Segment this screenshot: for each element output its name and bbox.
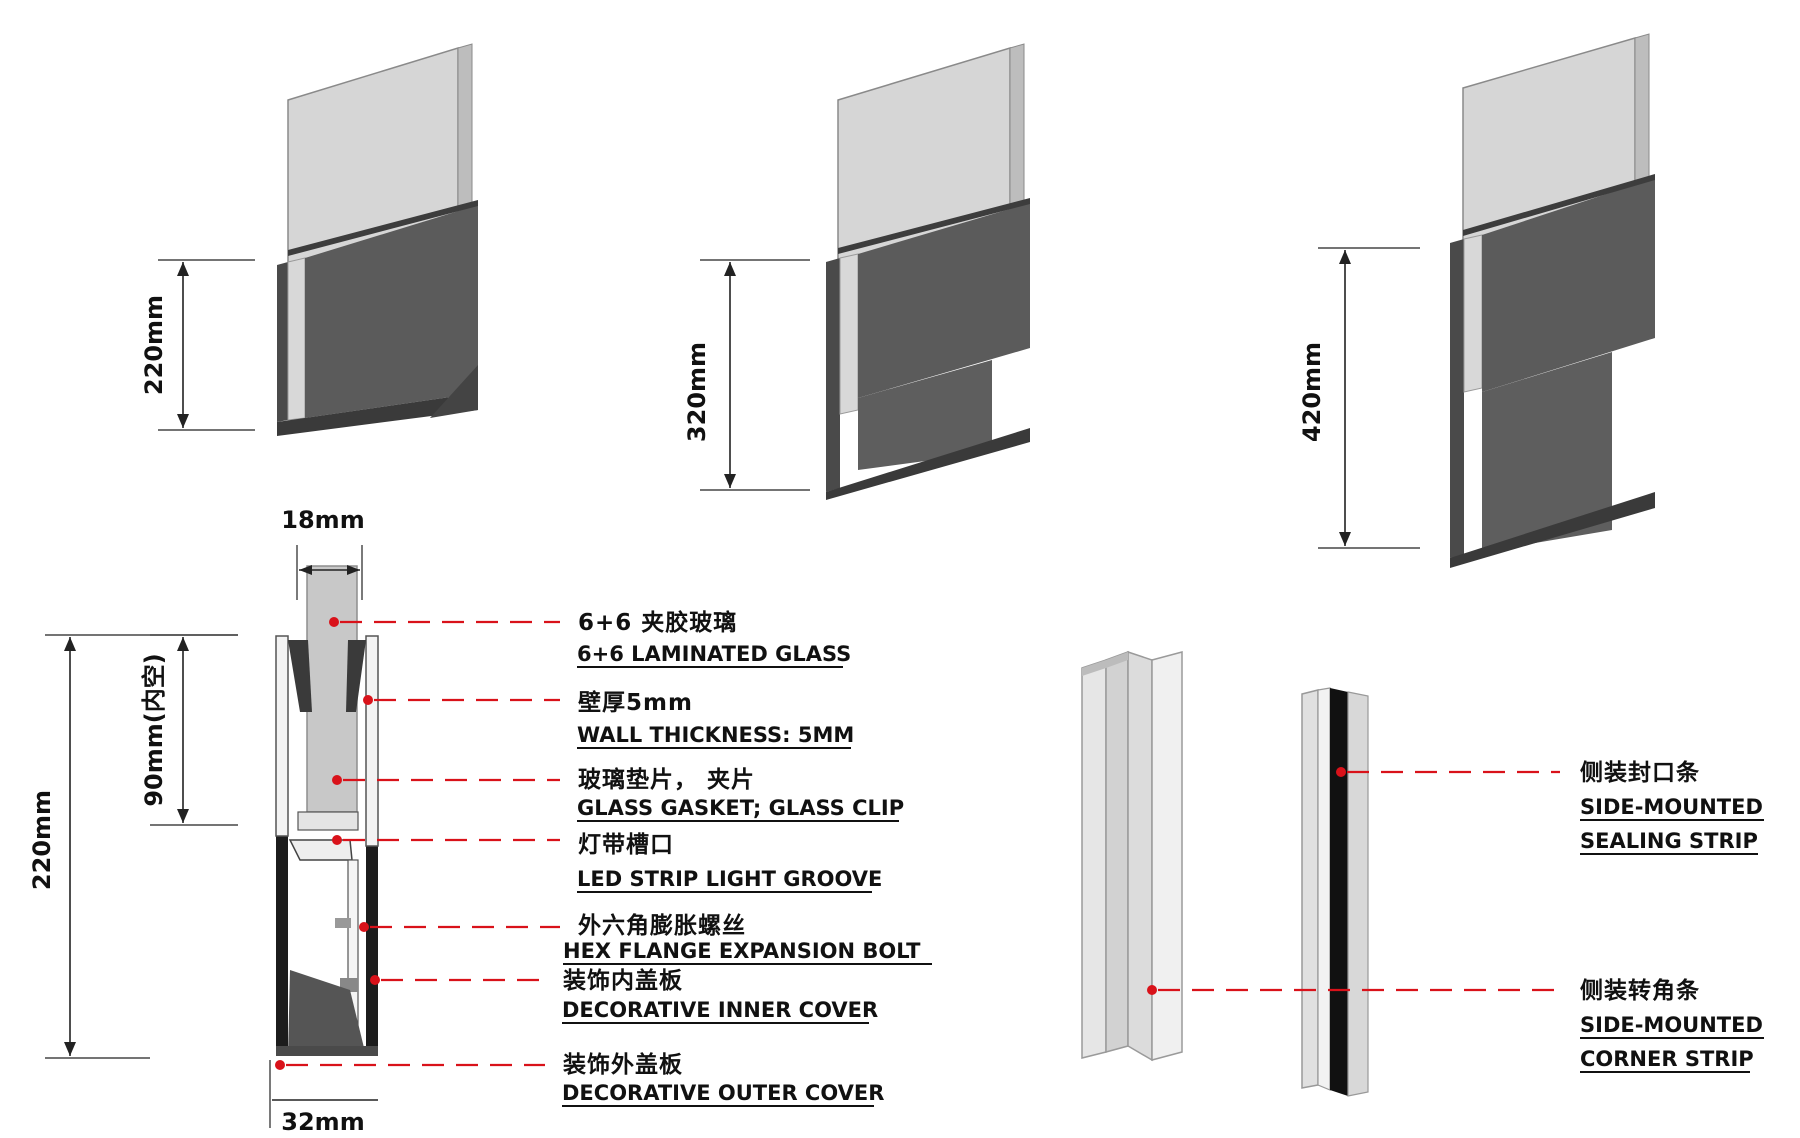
dimension-90mm: 90mm(内空) xyxy=(140,634,238,826)
svg-text:6+6 夹胶玻璃: 6+6 夹胶玻璃 xyxy=(578,609,737,636)
profile-420-illustration xyxy=(1450,33,1655,568)
callout-hex-bolt: 外六角膨胀螺丝 HEX FLANGE EXPANSION BOLT xyxy=(563,912,932,965)
dimension-32mm: 32mm xyxy=(269,1060,378,1136)
callout-led-groove: 灯带槽口 LED STRIP LIGHT GROOVE xyxy=(577,832,882,893)
sealing-strip-illustration xyxy=(1301,687,1369,1097)
svg-text:侧装封口条: 侧装封口条 xyxy=(1580,759,1700,786)
svg-text:SIDE-MOUNTED: SIDE-MOUNTED xyxy=(1580,1013,1763,1037)
dimension-18mm: 18mm xyxy=(281,506,365,600)
svg-text:灯带槽口: 灯带槽口 xyxy=(578,832,674,858)
callout-sealing-strip: 侧装封口条 SIDE-MOUNTED SEALING STRIP xyxy=(1580,759,1764,855)
width-label-18mm: 18mm xyxy=(281,506,364,534)
svg-text:装饰外盖板: 装饰外盖板 xyxy=(563,1051,683,1078)
callout-leaders xyxy=(275,617,560,1070)
dimension-320: 320mm xyxy=(683,259,810,491)
callout-wall-thickness: 壁厚5mm WALL THICKNESS: 5MM xyxy=(577,689,854,749)
height-label-220: 220mm xyxy=(140,295,168,395)
corner-strip-illustration xyxy=(1081,650,1183,1062)
svg-text:外六角膨胀螺丝: 外六角膨胀螺丝 xyxy=(578,912,746,939)
dimension-section-220: 220mm xyxy=(28,634,238,1059)
dimension-420: 420mm xyxy=(1298,247,1420,549)
profile-220-illustration xyxy=(277,43,478,436)
height-label-420: 420mm xyxy=(1298,342,1326,442)
callout-laminated-glass: 6+6 夹胶玻璃 6+6 LAMINATED GLASS xyxy=(577,609,851,668)
callout-corner-strip: 侧装转角条 SIDE-MOUNTED CORNER STRIP xyxy=(1580,977,1764,1073)
inner-height-label: 90mm(内空) xyxy=(140,653,168,806)
svg-text:WALL THICKNESS: 5MM: WALL THICKNESS: 5MM xyxy=(577,723,854,747)
svg-text:SEALING STRIP: SEALING STRIP xyxy=(1580,829,1758,853)
svg-text:玻璃垫片， 夹片: 玻璃垫片， 夹片 xyxy=(578,766,755,793)
strip-leaders xyxy=(1147,767,1560,995)
height-label-320: 320mm xyxy=(683,342,711,442)
svg-text:HEX FLANGE EXPANSION BOLT: HEX FLANGE EXPANSION BOLT xyxy=(563,939,921,963)
svg-text:壁厚5mm: 壁厚5mm xyxy=(578,689,693,716)
cross-section-drawing xyxy=(275,565,379,1056)
svg-text:装饰内盖板: 装饰内盖板 xyxy=(563,967,683,994)
callout-inner-cover: 装饰内盖板 DECORATIVE INNER COVER xyxy=(562,967,878,1024)
svg-text:CORNER STRIP: CORNER STRIP xyxy=(1580,1047,1754,1071)
svg-text:DECORATIVE INNER COVER: DECORATIVE INNER COVER xyxy=(562,998,878,1022)
dimension-220: 220mm xyxy=(140,259,255,431)
svg-text:GLASS GASKET; GLASS CLIP: GLASS GASKET; GLASS CLIP xyxy=(577,796,904,820)
svg-text:6+6 LAMINATED GLASS: 6+6 LAMINATED GLASS xyxy=(577,642,851,666)
svg-text:SIDE-MOUNTED: SIDE-MOUNTED xyxy=(1580,795,1763,819)
svg-text:DECORATIVE OUTER COVER: DECORATIVE OUTER COVER xyxy=(562,1081,884,1105)
width-label-32mm: 32mm xyxy=(281,1108,364,1136)
section-height-label: 220mm xyxy=(28,790,56,890)
callout-outer-cover: 装饰外盖板 DECORATIVE OUTER COVER xyxy=(562,1051,884,1107)
profile-320-illustration xyxy=(826,43,1030,500)
svg-text:LED STRIP LIGHT GROOVE: LED STRIP LIGHT GROOVE xyxy=(577,867,882,891)
svg-text:侧装转角条: 侧装转角条 xyxy=(1580,977,1700,1004)
callout-glass-gasket: 玻璃垫片， 夹片 GLASS GASKET; GLASS CLIP xyxy=(577,766,904,822)
